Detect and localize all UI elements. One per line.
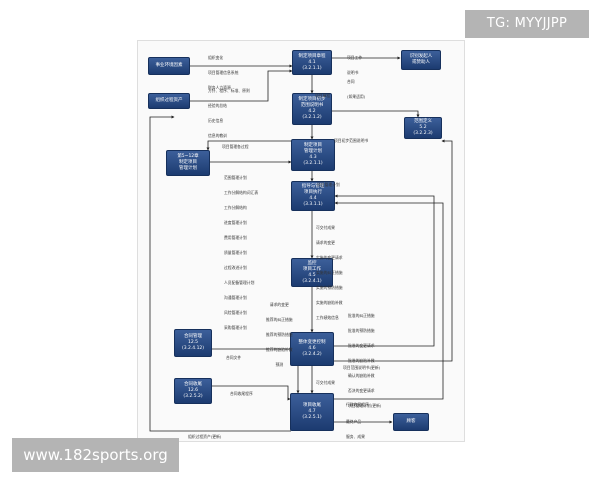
node-chapters-5-12: 第5~12章 制定项目 管理计划 xyxy=(166,150,210,176)
label-deliverables-list: 可交付成果 请求的变更 实施的变更请求 实施的纠正措施 实施的预防措施 实施的缺… xyxy=(316,225,343,320)
label-monitor-outputs: 请求的变更 推荐的纠正措施 推荐的预防措施 推荐的缺陷补救 预测 xyxy=(266,302,293,367)
label-change-outputs: 批准的纠正措施 批准的预防措施 批准的变更请求 批准的缺陷补救 确认的缺陷补救 … xyxy=(348,313,382,408)
watermark-top: TG: MYYJJPP xyxy=(465,10,589,38)
arrow-closure-to-direct xyxy=(334,201,444,400)
label-subsidiary-plans: 范围管理计划 工作分解结构词汇表 工作分解结构 进度管理计划 费用管理计划 质量… xyxy=(224,175,259,330)
node-pm-plan: 制定项目 管理计划 4.3 (3.2.1.1) xyxy=(291,139,335,171)
label-statement-of-work: 项目工作 说明书 xyxy=(347,55,363,75)
node-scope-definition: 范围定义 5.2 (3.2.2.3) xyxy=(404,117,442,139)
label-pm-plan-output: 项目管理计划 xyxy=(317,182,340,187)
process-diagram: 事业环境因素 组织过程资产 制定项目章程 4.1 (3.2.1.1) 识别发起人… xyxy=(137,40,465,442)
arrow-pmprocess-to-ch512 xyxy=(206,140,291,151)
node-organizational-process-assets: 组织过程资产 xyxy=(148,93,190,109)
arrow-prelim-to-scopedef xyxy=(332,110,420,118)
node-preliminary-scope: 制定项目初步 范围说明书 4.2 (3.2.1.2) xyxy=(292,93,332,125)
node-monitor-control: 监控 项目工作 4.5 (3.2.4.1) xyxy=(291,258,333,287)
arrow-contractclose-to-closure xyxy=(212,385,291,401)
arrow-opa-to-charter xyxy=(190,69,293,102)
label-pm-processes: 项目管理各过程 xyxy=(222,144,249,149)
node-integrated-change-control: 整体变更控制 4.6 (3.2.4.2) xyxy=(290,332,334,366)
node-enterprise-environmental-factors: 事业环境因素 xyxy=(148,57,190,75)
arrow-closure-to-opa xyxy=(149,115,291,432)
node-close-project: 项目收尾 4.7 (3.2.5.1) xyxy=(290,393,334,431)
connector-layer xyxy=(149,56,453,432)
label-final-product: 最终产品 服务、成果 xyxy=(346,419,365,439)
arrow-change-to-direct xyxy=(334,194,435,347)
label-opa-update: 组织过程资产(更新) xyxy=(188,434,222,439)
node-develop-charter: 制定项目章程 4.1 (3.2.1.1) xyxy=(292,50,332,75)
node-direct-manage-execution: 指导与管理 项目执行 4.4 (3.3.1.1) xyxy=(291,181,335,211)
label-accepted-deliverables: 可交付成果 xyxy=(316,380,335,385)
node-contract-administration: 合同管理 12.5 (3.2.4.12) xyxy=(174,329,212,357)
label-prelim-scope-output: 项目初步范围说明书 xyxy=(334,138,369,143)
label-opa-inputs: 方针、程序、标准、原则 经验的总结 历史信息 信息的教训 xyxy=(208,88,250,138)
node-customer: 顾客 xyxy=(393,413,429,431)
label-contract-documents: 合同文件 xyxy=(226,355,242,360)
label-scope-statement-update: 项目范围说明书(更新) xyxy=(343,365,381,370)
node-contract-closure: 合同收尾 12.6 (3.2.5.2) xyxy=(174,378,212,404)
watermark-bottom: www.182sports.org xyxy=(12,438,179,472)
label-admin-closure-procedure: 行政收尾程序 xyxy=(346,402,369,407)
label-charter-output: 项目章程 xyxy=(315,93,331,98)
label-contract-closure-procedure: 合同收尾程序 xyxy=(230,391,253,396)
label-eef-inputs: 组织变化 项目管理信息系统 财务人力资源 xyxy=(208,55,239,90)
label-contract: 合同 (如果适用) xyxy=(347,79,366,99)
arrow-change-to-scopedef xyxy=(334,139,453,362)
node-identify-sponsor: 识别发起人 或赞助人 xyxy=(401,50,441,70)
